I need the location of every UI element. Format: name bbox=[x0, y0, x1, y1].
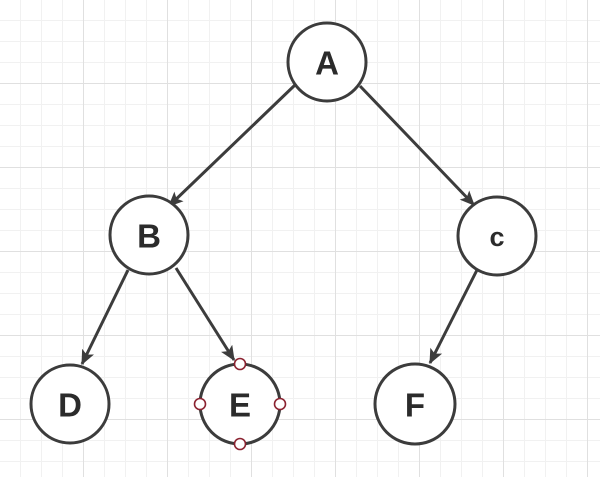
edge-b-to-e[interactable] bbox=[174, 267, 236, 362]
edges-layer bbox=[80, 83, 479, 366]
node-c-label: c bbox=[489, 222, 504, 252]
node-f[interactable]: F bbox=[373, 362, 457, 446]
edge-c-to-f[interactable] bbox=[428, 269, 479, 365]
edge-a-to-c[interactable] bbox=[358, 84, 476, 207]
node-b[interactable]: B bbox=[108, 194, 190, 276]
node-f-label: F bbox=[405, 387, 425, 424]
node-d[interactable]: D bbox=[29, 363, 111, 445]
node-b-label: B bbox=[137, 218, 161, 255]
node-a-circle[interactable] bbox=[286, 21, 368, 103]
node-c-circle[interactable] bbox=[456, 195, 538, 277]
edge-b-to-d[interactable] bbox=[80, 269, 130, 366]
E-handle-right[interactable] bbox=[273, 397, 287, 411]
E-handle-bottom[interactable] bbox=[233, 437, 247, 451]
E-handle-top[interactable] bbox=[233, 357, 247, 371]
node-d-circle[interactable] bbox=[29, 363, 111, 445]
node-e[interactable]: E bbox=[198, 362, 282, 446]
node-b-circle[interactable] bbox=[108, 194, 190, 276]
node-f-circle[interactable] bbox=[373, 362, 457, 446]
node-a[interactable]: A bbox=[286, 21, 368, 103]
node-e-label: E bbox=[229, 387, 251, 424]
selection-handles-layer bbox=[193, 357, 287, 451]
node-a-label: A bbox=[315, 45, 339, 82]
node-d-label: D bbox=[58, 387, 82, 424]
edge-a-to-b[interactable] bbox=[167, 83, 297, 208]
node-c[interactable]: c bbox=[456, 195, 538, 277]
E-handle-left[interactable] bbox=[193, 397, 207, 411]
